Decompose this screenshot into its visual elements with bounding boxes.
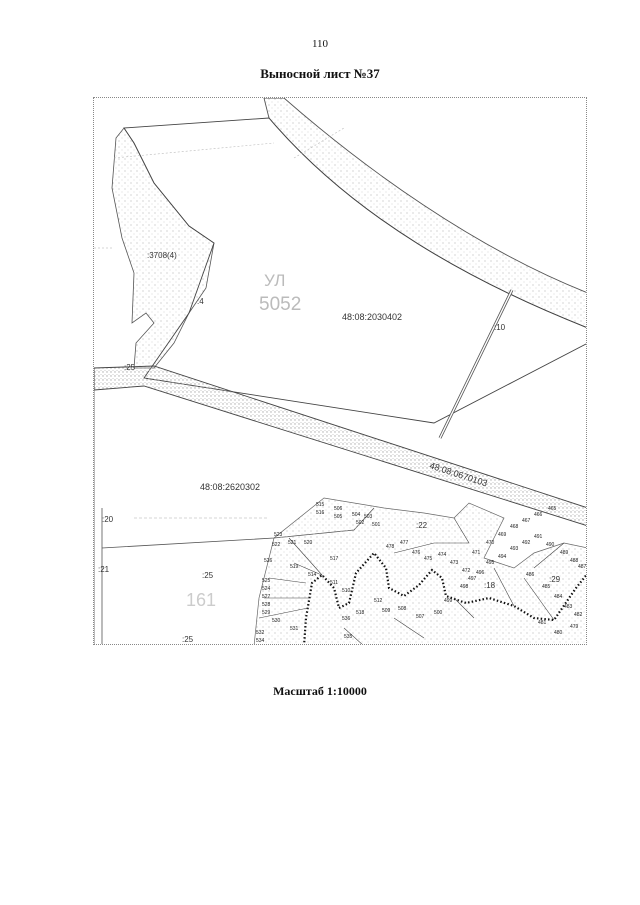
boundary-point-label: 511 xyxy=(330,580,338,586)
boundary-point-label: 530 xyxy=(272,618,281,624)
boundary-point-label: 498 xyxy=(460,584,469,590)
boundary-point-label: 535 xyxy=(344,634,353,640)
parcel-2030402-outline xyxy=(123,117,586,424)
boundary-point-label: 519 xyxy=(290,564,299,570)
boundary-point-label: 481 xyxy=(538,620,547,626)
boundary-point-label: 484 xyxy=(554,594,563,600)
boundary-point-label: 467 xyxy=(522,518,531,524)
boundary-point-label: 534 xyxy=(256,638,265,644)
boundary-point-label: 488 xyxy=(570,558,579,564)
boundary-point-label: 466 xyxy=(534,512,543,518)
boundary-point-label: 527 xyxy=(262,594,271,600)
boundary-point-label: 497 xyxy=(468,576,477,582)
boundary-point-label: 517 xyxy=(330,556,339,562)
boundary-point-label: 531 xyxy=(290,626,299,632)
boundary-point-label: 473 xyxy=(450,560,459,566)
boundary-point-label: 509 xyxy=(382,608,391,614)
sheet-title: Выносной лист №37 xyxy=(260,66,380,81)
boundary-point-label: 489 xyxy=(560,550,569,556)
boundary-point-label: 478 xyxy=(386,544,395,550)
boundary-point-label: 507 xyxy=(416,614,425,620)
boundary-point-label: 476 xyxy=(412,550,421,556)
boundary-point-label: 483 xyxy=(564,604,573,610)
boundary-point-label: 536 xyxy=(342,616,351,622)
boundary-point-label: 515 xyxy=(316,502,325,508)
zone-label: 5052 xyxy=(259,294,301,315)
boundary-point-label: 491 xyxy=(534,534,543,540)
faint-label: 161 xyxy=(186,590,216,610)
left-parcel-shaded xyxy=(111,127,215,369)
boundary-point-label: 486 xyxy=(526,572,535,578)
floodplain-shaded xyxy=(253,497,586,644)
boundary-point-label: 503 xyxy=(364,514,373,520)
boundary-point-label: 499 xyxy=(444,598,453,604)
sub-label: :25 xyxy=(124,363,136,372)
boundary-point-label: 470 xyxy=(486,540,495,546)
page-number: 110 xyxy=(311,38,329,50)
boundary-point-label: 514 xyxy=(308,572,317,578)
boundary-point-label: 501 xyxy=(372,522,381,528)
parcel-label: 48:08:2620302 xyxy=(200,482,260,492)
parcel-label: 48:08:2030402 xyxy=(342,312,402,322)
boundary-point-label: 505 xyxy=(334,514,343,520)
top-road-band xyxy=(263,98,586,328)
zone-label: УЛ xyxy=(264,271,285,290)
boundary-point-label: 495 xyxy=(486,560,495,566)
boundary-point-label: 482 xyxy=(574,612,583,618)
boundary-point-label: 523 xyxy=(274,532,283,538)
boundary-point-label: 520 xyxy=(304,540,313,546)
boundary-point-label: 469 xyxy=(498,532,507,538)
boundary-point-label: 496 xyxy=(476,570,485,576)
boundary-point-label: 504 xyxy=(352,512,361,518)
boundary-point-label: 465 xyxy=(548,506,557,512)
sub-label: :20 xyxy=(102,515,114,524)
boundary-point-label: 522 xyxy=(272,542,281,548)
boundary-point-label: 502 xyxy=(356,520,365,526)
boundary-point-label: 521 xyxy=(288,540,297,546)
boundary-point-label: 524 xyxy=(262,586,271,592)
scale-caption: Масштаб 1:10000 xyxy=(273,684,367,698)
boundary-point-label: 526 xyxy=(264,558,273,564)
sub-label: :18 xyxy=(484,581,496,590)
boundary-point-label: 510 xyxy=(342,588,351,594)
boundary-point-label: 472 xyxy=(462,568,471,574)
boundary-point-label: 508 xyxy=(398,606,407,612)
boundary-point-label: 477 xyxy=(400,540,409,546)
cadastral-map: 48:08:2030402 48:08:2620302 48:08:067010… xyxy=(93,97,587,645)
boundary-point-label: 506 xyxy=(334,506,343,512)
boundary-point-label: 475 xyxy=(424,556,433,562)
boundary-point-label: 493 xyxy=(510,546,519,552)
road-0670103 xyxy=(94,365,586,526)
sub-label: :21 xyxy=(98,565,110,574)
boundary-point-label: 532 xyxy=(256,630,265,636)
boundary-point-label: 500 xyxy=(434,610,443,616)
sub-label: :29 xyxy=(549,575,561,584)
boundary-point-label: 485 xyxy=(542,584,551,590)
sub-label: :25 xyxy=(202,571,214,580)
sub-label: :3708(4) xyxy=(147,251,177,260)
boundary-point-label: 529 xyxy=(262,610,271,616)
boundary-point-label: 528 xyxy=(262,602,271,608)
boundary-point-label: 479 xyxy=(570,624,579,630)
sub-label: :22 xyxy=(416,521,428,530)
sub-label: :25 xyxy=(182,635,194,644)
boundary-point-label: 471 xyxy=(472,550,481,556)
boundary-point-label: 525 xyxy=(262,578,271,584)
boundary-point-label: 490 xyxy=(546,542,555,548)
boundary-point-label: 512 xyxy=(374,598,383,604)
boundary-point-label: 480 xyxy=(554,630,563,636)
boundary-point-label: 516 xyxy=(316,510,325,516)
boundary-point-label: 494 xyxy=(498,554,507,560)
boundary-point-label: 492 xyxy=(522,540,531,546)
sub-label: :4 xyxy=(197,297,204,306)
boundary-point-label: 518 xyxy=(356,610,365,616)
sub-label: :10 xyxy=(494,323,506,332)
boundary-point-label: 474 xyxy=(438,552,447,558)
boundary-point-label: 468 xyxy=(510,524,519,530)
boundary-point-label: 487 xyxy=(578,564,587,570)
